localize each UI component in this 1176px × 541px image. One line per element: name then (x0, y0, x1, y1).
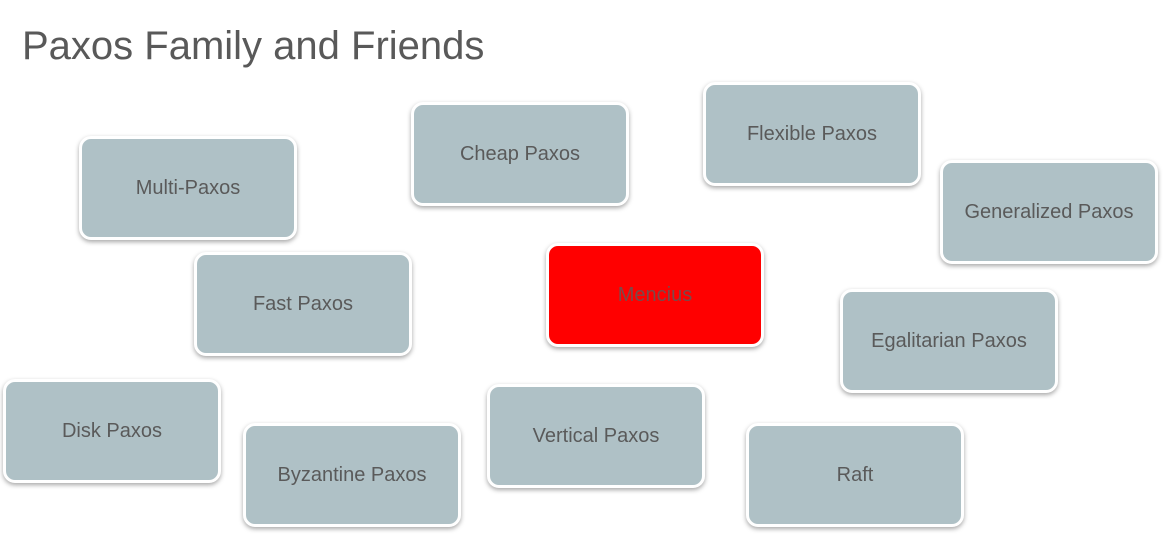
box-multi-paxos: Multi-Paxos (79, 136, 297, 240)
box-label: Egalitarian Paxos (871, 330, 1027, 352)
box-label: Mencius (617, 284, 693, 306)
box-label: Flexible Paxos (746, 123, 878, 145)
box-egalitarian-paxos: Egalitarian Paxos (840, 289, 1058, 393)
box-label: Disk Paxos (61, 420, 163, 442)
box-byzantine-paxos: Byzantine Paxos (243, 423, 461, 527)
slide-title: Paxos Family and Friends (22, 24, 485, 68)
box-disk-paxos: Disk Paxos (3, 379, 221, 483)
box-label: Byzantine Paxos (277, 464, 427, 486)
box-label: Multi-Paxos (135, 177, 241, 199)
box-label: Generalized Paxos (964, 201, 1134, 223)
box-vertical-paxos: Vertical Paxos (487, 384, 705, 488)
box-label: Cheap Paxos (459, 143, 581, 165)
box-label: Fast Paxos (252, 293, 354, 315)
box-mencius: Mencius (546, 243, 764, 347)
box-flexible-paxos: Flexible Paxos (703, 82, 921, 186)
box-label: Raft (836, 464, 874, 486)
box-fast-paxos: Fast Paxos (194, 252, 412, 356)
box-label: Vertical Paxos (532, 425, 660, 447)
box-cheap-paxos: Cheap Paxos (411, 102, 629, 206)
box-raft: Raft (746, 423, 964, 527)
box-generalized-paxos: Generalized Paxos (940, 160, 1158, 264)
